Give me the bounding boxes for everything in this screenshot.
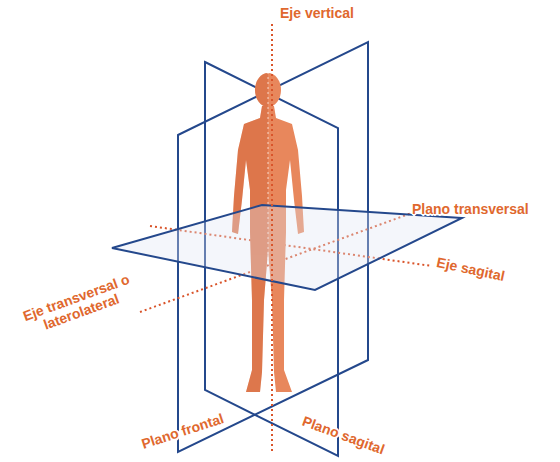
plane-label: Plano sagital (300, 414, 386, 458)
axis-label: Eje vertical (280, 6, 354, 21)
axis-label: Eje transversal o laterolateral (16, 270, 141, 341)
plane-label: Plano transversal (412, 202, 529, 217)
transverse-plane (112, 205, 462, 290)
plane-label: Plano frontal (140, 411, 226, 452)
vertical-axis (271, 24, 273, 452)
axis-label: Eje sagital (435, 255, 506, 284)
